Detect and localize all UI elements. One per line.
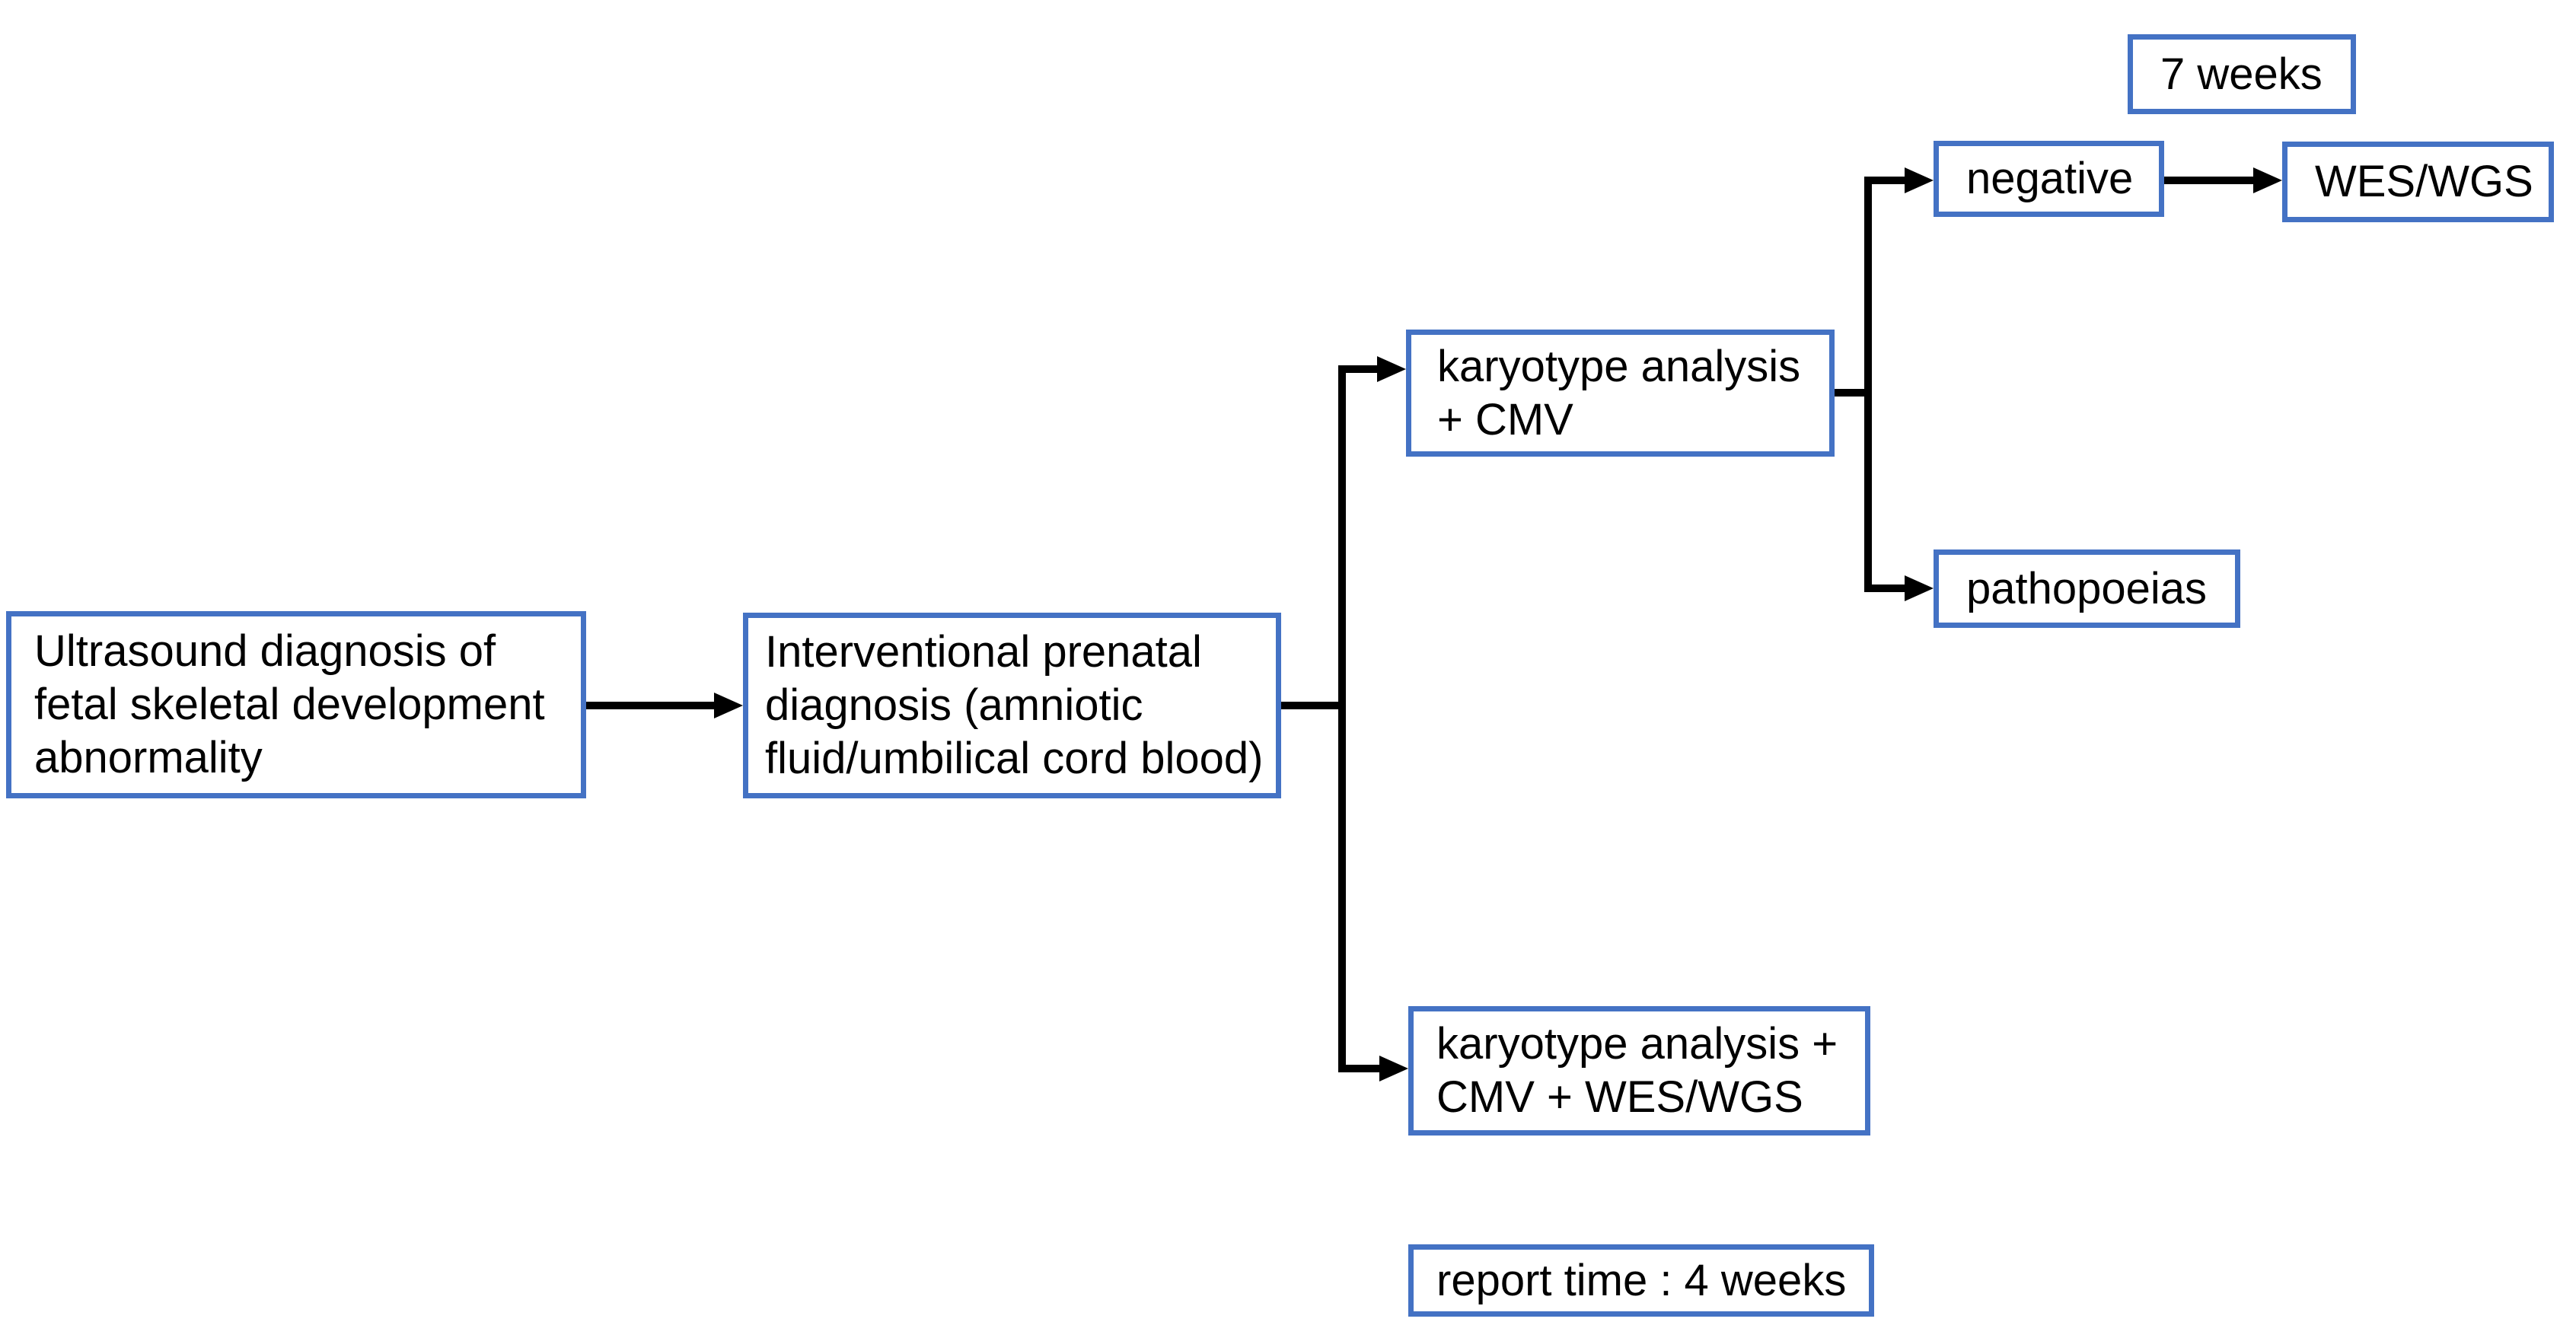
connector-ultrasound-to-interventional	[586, 702, 717, 709]
node-wes-wgs: WES/WGS	[2282, 142, 2554, 222]
connector-branch2-to-pathopoeias	[1864, 584, 1908, 592]
connector-branch1-to-karyotype-cmv	[1338, 365, 1380, 373]
node-negative-label: negative	[1966, 154, 2134, 203]
label-7-weeks: 7 weeks	[2128, 34, 2356, 114]
label-report-time: report time : 4 weeks	[1408, 1244, 1874, 1317]
node-interventional-diagnosis-label: Interventional prenatal diagnosis (amnio…	[765, 627, 1264, 783]
connector-interventional-stub	[1281, 702, 1342, 709]
node-wes-wgs-label: WES/WGS	[2315, 157, 2533, 206]
node-ultrasound-diagnosis: Ultrasound diagnosis of fetal skeletal d…	[6, 611, 586, 798]
label-7-weeks-text: 7 weeks	[2160, 49, 2323, 99]
node-karyotype-cmv-wes-wgs-label: karyotype analysis + CMV + WES/WGS	[1436, 1019, 1838, 1122]
node-karyotype-cmv-wes-wgs: karyotype analysis + CMV + WES/WGS	[1408, 1006, 1870, 1136]
connector-negative-to-wes-wgs	[2164, 177, 2256, 184]
arrowhead-branch1-to-karyotype-cmv-wes-wgs	[1379, 1056, 1408, 1081]
connector-branch2-to-negative	[1864, 177, 1908, 184]
node-negative: negative	[1934, 141, 2164, 217]
connector-karyotype-cmv-stub	[1835, 389, 1868, 397]
node-interventional-diagnosis: Interventional prenatal diagnosis (amnio…	[743, 613, 1281, 798]
connector-branch2-vertical	[1864, 177, 1872, 592]
connector-branch1-vertical	[1338, 366, 1346, 1072]
arrowhead-branch2-to-negative	[1905, 167, 1934, 193]
arrowhead-branch2-to-pathopoeias	[1905, 575, 1934, 601]
label-report-time-text: report time : 4 weeks	[1436, 1255, 1847, 1305]
node-pathopoeias-label: pathopoeias	[1966, 563, 2208, 613]
node-ultrasound-diagnosis-label: Ultrasound diagnosis of fetal skeletal d…	[34, 626, 545, 782]
arrowhead-ultrasound-to-interventional	[714, 693, 743, 718]
node-pathopoeias: pathopoeias	[1934, 549, 2240, 628]
arrowhead-negative-to-wes-wgs	[2253, 167, 2282, 193]
node-karyotype-cmv: karyotype analysis + CMV	[1406, 330, 1835, 457]
arrowhead-branch1-to-karyotype-cmv	[1377, 356, 1406, 382]
node-karyotype-cmv-label: karyotype analysis + CMV	[1437, 341, 1801, 444]
connector-branch1-to-karyotype-cmv-wes-wgs	[1338, 1065, 1382, 1072]
